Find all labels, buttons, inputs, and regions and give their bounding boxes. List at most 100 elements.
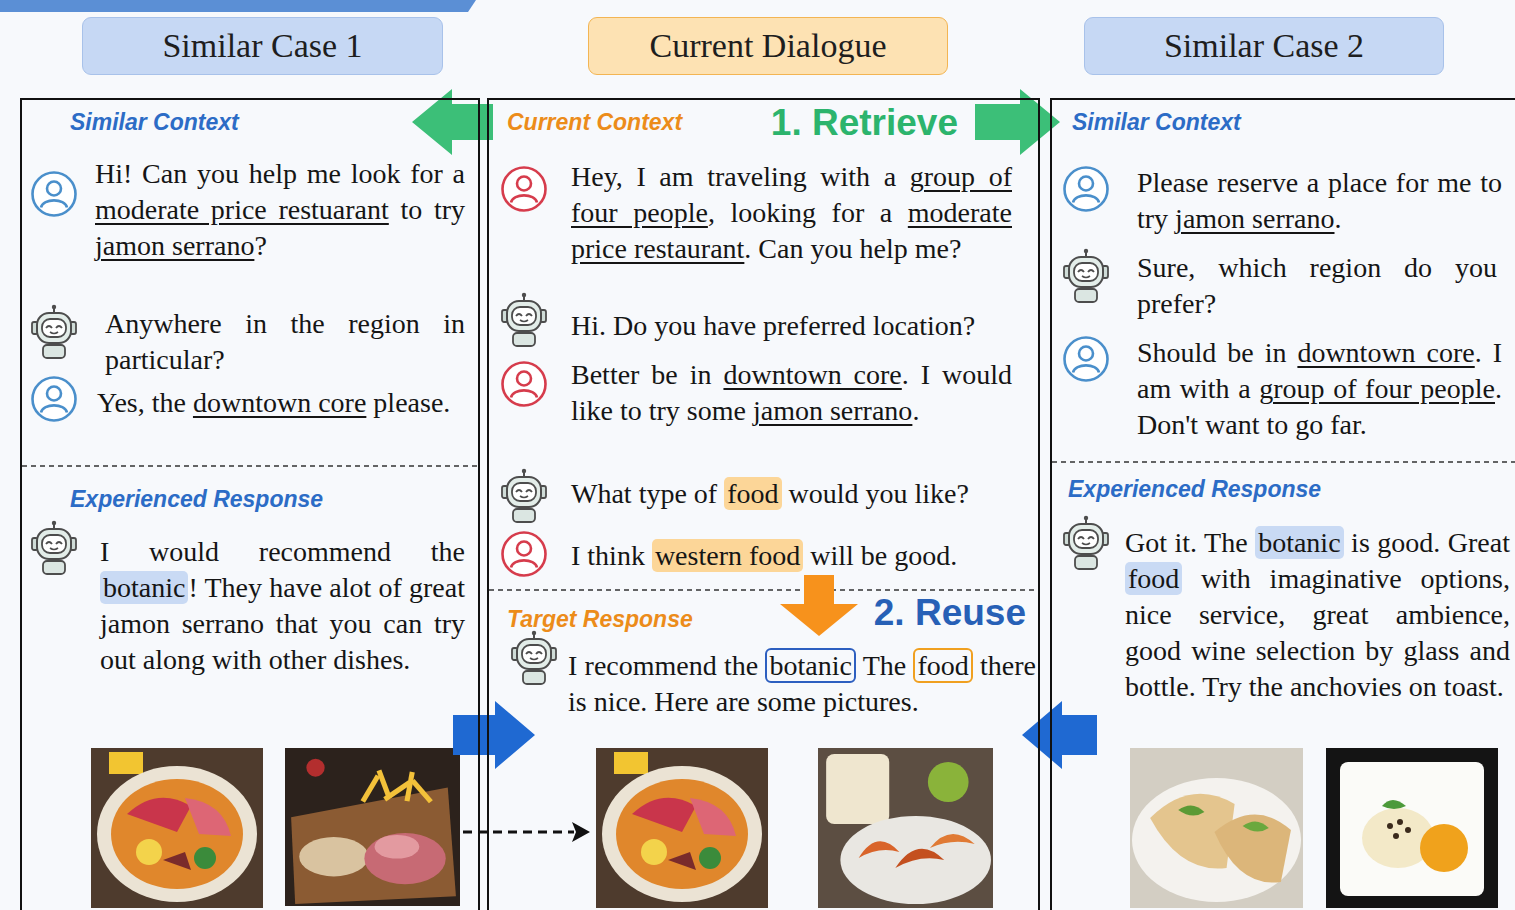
food-photo-content: [1326, 748, 1498, 908]
case-header: Current Dialogue: [588, 17, 948, 75]
dialogue-text: What type of: [571, 478, 724, 509]
section-heading: Experienced Response: [70, 485, 323, 513]
header-title: Similar Case 2: [1164, 26, 1364, 66]
robot-icon-shape: [502, 469, 546, 522]
utterance: Hi! Can you help me look for a moderate …: [95, 156, 465, 264]
dialogue-text: .: [912, 395, 919, 426]
utterance: Hey, I am traveling with a group of four…: [571, 159, 1012, 267]
user-icon: [500, 165, 548, 213]
dialogue-text: Hi. Do you have preferred location?: [571, 310, 975, 341]
dialogue-text: Anywhere in the region in particular?: [105, 308, 465, 375]
food-photo: [285, 748, 460, 906]
user-icon: [1062, 335, 1110, 383]
dialogue-text: The: [856, 650, 914, 681]
dialogue-text: , looking for a: [708, 197, 908, 228]
robot-icon: [510, 630, 558, 686]
utterance: Better be in downtown core. I would like…: [571, 357, 1012, 429]
dialogue-text: I would recommend the: [100, 536, 465, 567]
dialogue-text: Yes, the: [97, 387, 193, 418]
user-icon: [30, 170, 78, 218]
robot-icon-shape: [1064, 516, 1108, 569]
utterance: Got it. The botanic is good. Great food …: [1125, 525, 1510, 705]
case-panel: Similar ContextExperienced Response Hi! C…: [20, 98, 480, 910]
dialogue-text: Better be in: [571, 359, 723, 390]
dialogue-text: will be good.: [803, 540, 957, 571]
step-label: 2. Reuse: [874, 592, 1026, 634]
dialogue-text: ?: [254, 230, 266, 261]
header-title: Current Dialogue: [650, 26, 887, 66]
case-header: Similar Case 2: [1084, 17, 1444, 75]
robot-icon: [500, 292, 548, 348]
user-icon: [30, 375, 78, 423]
dialogue-text: Hey, I am traveling with a: [571, 161, 910, 192]
food-photo-content: [818, 748, 993, 908]
dialogue-text: moderate price restuarant: [95, 194, 389, 225]
utterance: Hi. Do you have preferred location?: [571, 308, 1026, 344]
dialogue-text: I think: [571, 540, 652, 571]
reuse-arrow: [780, 575, 858, 636]
user-icon-shape: [33, 173, 76, 216]
user-icon-shape: [33, 378, 76, 421]
user-icon: [500, 530, 548, 578]
dialogue-text: Got it. The: [1125, 527, 1255, 558]
utterance: I recommend the botanic The food there i…: [568, 648, 1036, 720]
dialogue-text: western food: [652, 539, 803, 572]
dialogue-panel: Current ContextTarget Response1. Retriev…: [487, 98, 1040, 910]
robot-icon: [500, 468, 548, 524]
user-icon-shape: [503, 533, 546, 576]
robot-icon: [30, 520, 78, 576]
top-band: [0, 0, 476, 12]
food-photo: [818, 748, 993, 908]
utterance: What type of food would you like?: [571, 476, 1016, 512]
dialogue-text: Should be in: [1137, 337, 1297, 368]
dialogue-text: food: [724, 477, 781, 510]
robot-icon-shape: [502, 293, 546, 346]
section-heading: Target Response: [507, 605, 693, 633]
case-panel: Similar ContextExperienced Response Pleas…: [1050, 98, 1515, 910]
food-photo: [596, 748, 768, 908]
dialogue-text: Sure, which region do you prefer?: [1137, 252, 1497, 319]
user-icon: [1062, 165, 1110, 213]
section-heading: Experienced Response: [1068, 475, 1321, 503]
dialogue-text: downtown core: [193, 387, 366, 418]
dialogue-text: Hi! Can you help me look for a: [95, 158, 465, 189]
robot-icon-shape: [1064, 249, 1108, 302]
robot-icon-shape: [32, 305, 76, 358]
user-icon-shape: [1065, 338, 1108, 381]
dialogue-text: would you like?: [782, 478, 969, 509]
user-icon-shape: [503, 168, 546, 211]
dialogue-text: jamon serrano: [753, 395, 912, 426]
robot-icon: [30, 304, 78, 360]
utterance: Sure, which region do you prefer?: [1137, 250, 1497, 322]
section-heading: Similar Context: [70, 108, 239, 136]
dialogue-text: food: [913, 648, 972, 683]
utterance: I think western food will be good.: [571, 538, 1016, 574]
user-icon: [500, 360, 548, 408]
dashed-separator: [1052, 461, 1515, 463]
food-photo-content: [91, 748, 263, 908]
dialogue-text: jamon serrano: [1175, 203, 1334, 234]
dialogue-text: group of four people: [1259, 373, 1495, 404]
food-photo: [1130, 748, 1303, 908]
dialogue-text: botanic: [765, 648, 855, 683]
user-icon-shape: [503, 363, 546, 406]
dialogue-text: please.: [366, 387, 450, 418]
food-photo-content: [1130, 748, 1303, 908]
food-photo-content: [596, 748, 768, 908]
case-header: Similar Case 1: [82, 17, 443, 75]
user-icon-shape: [1065, 168, 1108, 211]
reuse-arrow: [453, 701, 535, 769]
utterance: Please reserve a place for me to try jam…: [1137, 165, 1502, 237]
robot-icon-shape: [32, 521, 76, 574]
dialogue-text: downtown core: [723, 359, 901, 390]
utterance: Yes, the downtown core please.: [97, 385, 465, 421]
dialogue-text: with imaginative options, nice service, …: [1125, 563, 1510, 702]
dialogue-text: jamon serrano: [95, 230, 254, 261]
robot-icon: [1062, 248, 1110, 304]
dialogue-text: .: [1335, 203, 1342, 234]
utterance: Should be in downtown core. I am with a …: [1137, 335, 1502, 443]
dialogue-text: to try: [389, 194, 465, 225]
section-heading: Similar Context: [1072, 108, 1241, 136]
